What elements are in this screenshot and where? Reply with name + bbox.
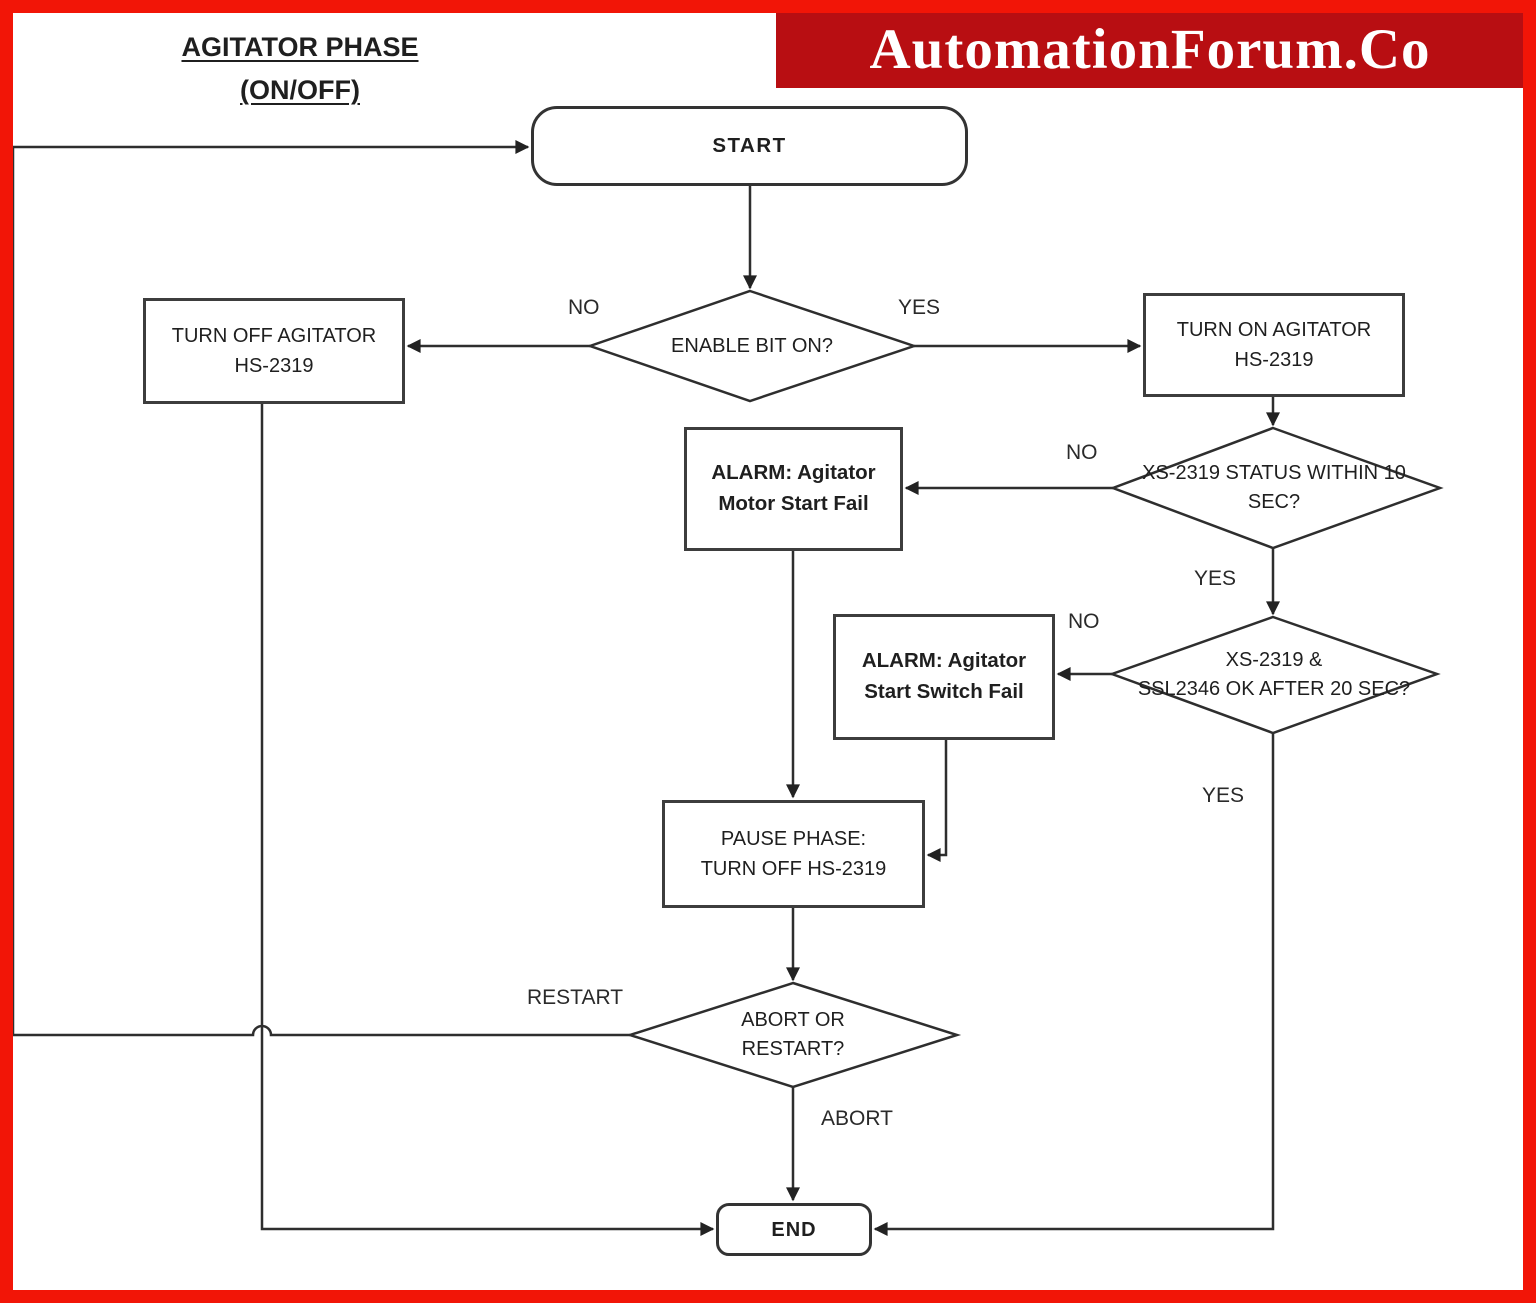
branch-label-restart: RESTART xyxy=(527,986,624,1009)
decision-abort-restart-label: ABORT OR RESTART? xyxy=(741,1009,845,1060)
diagram-title-line2: (ON/OFF) xyxy=(240,75,360,106)
process-turn-on-agitator: TURN ON AGITATOR HS-2319 xyxy=(1143,293,1405,397)
decision-abort-restart-diamond xyxy=(630,983,957,1087)
decision-enable-diamond xyxy=(590,291,914,401)
edge-turnoff-to-end xyxy=(262,404,715,1236)
branch-label-abort: ABORT xyxy=(821,1107,893,1130)
brand-banner-text: AutomationForum.Co xyxy=(869,18,1431,81)
edge-restart-loop-to-start xyxy=(13,140,630,1035)
alarm-start-switch-fail-label: ALARM: Agitator Start Switch Fail xyxy=(861,649,1027,703)
start-node: START xyxy=(531,106,968,186)
edge-alarm-switch-to-pause xyxy=(926,740,946,862)
process-turn-off-agitator: TURN OFF AGITATOR HS-2319 xyxy=(143,298,405,404)
process-pause-phase: PAUSE PHASE: TURN OFF HS-2319 xyxy=(662,800,925,908)
process-alarm-motor-start-fail: ALARM: Agitator Motor Start Fail xyxy=(684,427,903,551)
decision-status-diamond xyxy=(1113,428,1440,548)
start-label: START xyxy=(712,133,787,157)
end-label: END xyxy=(771,1218,817,1241)
brand-banner: AutomationForum.Co xyxy=(776,11,1524,88)
turn-on-agitator-label: TURN ON AGITATOR HS-2319 xyxy=(1176,319,1372,371)
branch-label-enable-no: NO xyxy=(568,296,600,319)
edge-ok-yes-to-end xyxy=(873,733,1273,1236)
diagram-title: AGITATOR PHASE (ON/OFF) xyxy=(140,26,460,112)
turn-off-agitator-label: TURN OFF AGITATOR HS-2319 xyxy=(171,325,377,377)
end-node: END xyxy=(716,1203,872,1256)
branch-label-status-yes: YES xyxy=(1194,567,1237,590)
branch-label-ok-yes: YES xyxy=(1202,784,1245,807)
branch-label-ok-no: NO xyxy=(1068,610,1100,633)
decision-ok-label: XS-2319 & SSL2346 OK AFTER 20 SEC? xyxy=(1137,649,1411,700)
alarm-motor-start-fail-label: ALARM: Agitator Motor Start Fail xyxy=(711,461,876,515)
branch-label-enable-yes: YES xyxy=(898,296,941,319)
decision-status-label: XS-2319 STATUS WITHIN 10 SEC? xyxy=(1142,462,1406,513)
decision-enable-label: ENABLE BIT ON? xyxy=(671,334,833,357)
branch-label-status-no: NO xyxy=(1066,441,1098,464)
process-alarm-start-switch-fail: ALARM: Agitator Start Switch Fail xyxy=(833,614,1055,740)
decision-ok-diamond xyxy=(1112,617,1437,733)
pause-phase-label: PAUSE PHASE: TURN OFF HS-2319 xyxy=(700,828,887,880)
diagram-title-line1: AGITATOR PHASE xyxy=(181,32,419,62)
